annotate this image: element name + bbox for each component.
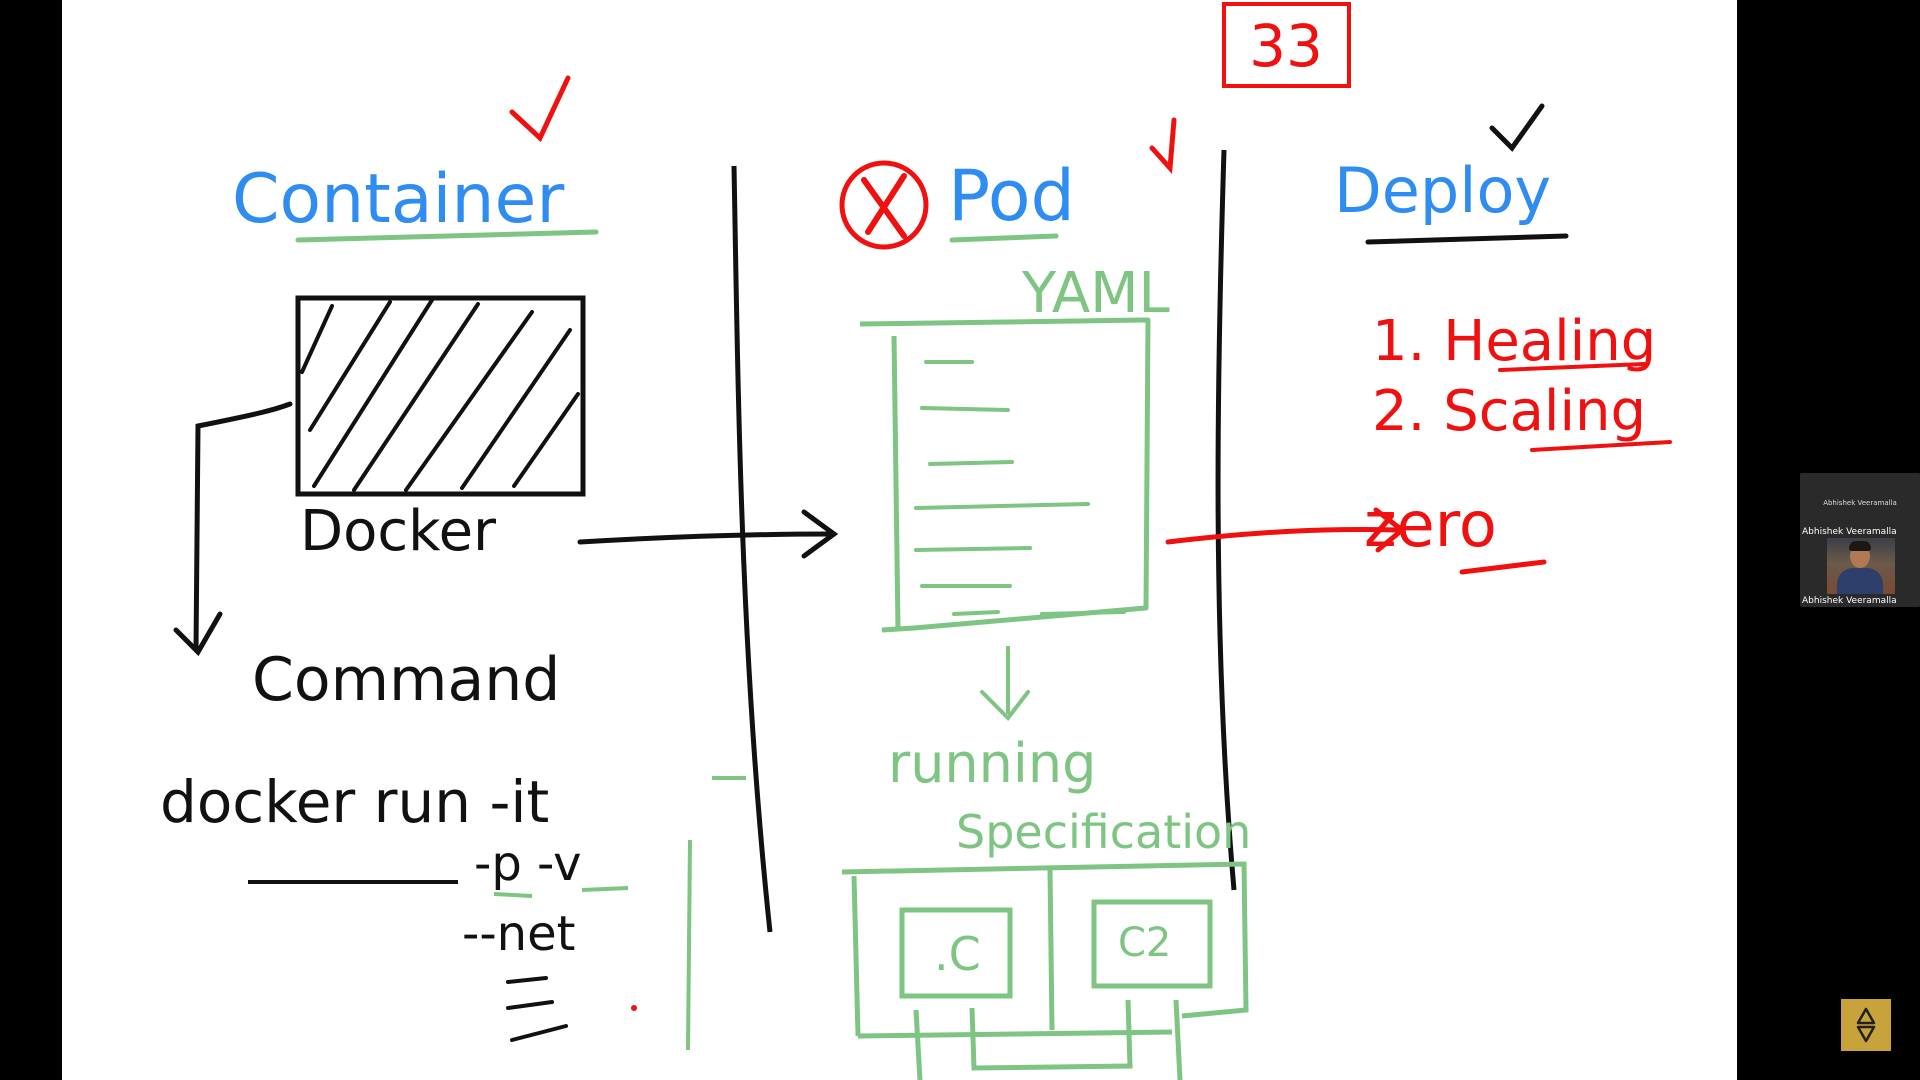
yaml-label: YAML xyxy=(1021,261,1170,326)
docker-image-box xyxy=(295,295,586,497)
running-label: running xyxy=(888,732,1096,795)
container-box-2 xyxy=(1091,899,1213,989)
arrow-line xyxy=(1165,527,1403,545)
page-number: 33 xyxy=(1249,12,1323,80)
underline xyxy=(1459,559,1547,575)
arrow-down-icon xyxy=(173,611,223,657)
yaml-lines xyxy=(914,360,1126,616)
pod-connectors xyxy=(857,999,1183,1080)
container-title: Container xyxy=(232,160,564,239)
arrow-right-icon xyxy=(1373,507,1406,553)
deploy-item-1: 1. Healing xyxy=(1372,309,1656,374)
container-2-label: C2 xyxy=(1118,920,1171,966)
container-1-label: .C xyxy=(934,927,981,981)
flag-pv: -p -v xyxy=(474,836,581,892)
more-lines xyxy=(506,976,568,1042)
pod-box xyxy=(841,861,1249,1019)
underline xyxy=(1365,233,1569,245)
check-icon xyxy=(1149,117,1177,174)
avatar xyxy=(1827,538,1895,594)
command-text: docker run -it xyxy=(160,768,549,836)
arrow-down-icon xyxy=(980,690,1030,722)
chevron-updown-icon xyxy=(1856,1007,1876,1043)
pod-title: Pod xyxy=(948,155,1075,237)
nav-toggle-button[interactable] xyxy=(1841,999,1891,1051)
column-divider xyxy=(731,165,773,933)
whiteboard-drawing: 33 Container Docker Command docker run -… xyxy=(160,2,1672,1080)
participant-name: Abhishek Veeramalla xyxy=(1802,527,1897,537)
green-bracket xyxy=(686,839,692,1051)
column-divider xyxy=(1215,149,1237,891)
underline xyxy=(295,229,599,243)
check-icon xyxy=(509,75,571,143)
cross-circle xyxy=(839,160,929,250)
command-label: Command xyxy=(252,645,560,715)
whiteboard-canvas[interactable]: 33 Container Docker Command docker run -… xyxy=(62,0,1737,1080)
participant-video-tile[interactable]: Abhishek Veeramalla Abhishek Veeramalla … xyxy=(1800,473,1920,607)
zero-label: zero xyxy=(1364,488,1497,561)
connector-line xyxy=(193,401,293,653)
hatch-lines xyxy=(300,298,580,492)
deploy-title: Deploy xyxy=(1334,154,1551,227)
underline xyxy=(1498,362,1646,372)
docker-label: Docker xyxy=(300,499,497,564)
participant-name-top: Abhishek Veeramalla xyxy=(1823,499,1897,507)
spec-label: Specification xyxy=(956,805,1251,859)
deploy-item-2: 2. Scaling xyxy=(1372,379,1646,444)
flag-net: --net xyxy=(462,906,575,962)
underline xyxy=(1530,440,1672,452)
arrow-right-icon xyxy=(801,509,839,559)
arrow-line xyxy=(577,531,835,545)
container-box-1 xyxy=(899,907,1013,999)
participant-name-bottom: Abhishek Veeramalla xyxy=(1802,596,1897,606)
underline xyxy=(949,233,1059,243)
page-number-box xyxy=(1222,2,1351,88)
yaml-document xyxy=(859,317,1151,633)
cross-icon xyxy=(861,173,907,239)
check-icon xyxy=(1489,103,1545,152)
